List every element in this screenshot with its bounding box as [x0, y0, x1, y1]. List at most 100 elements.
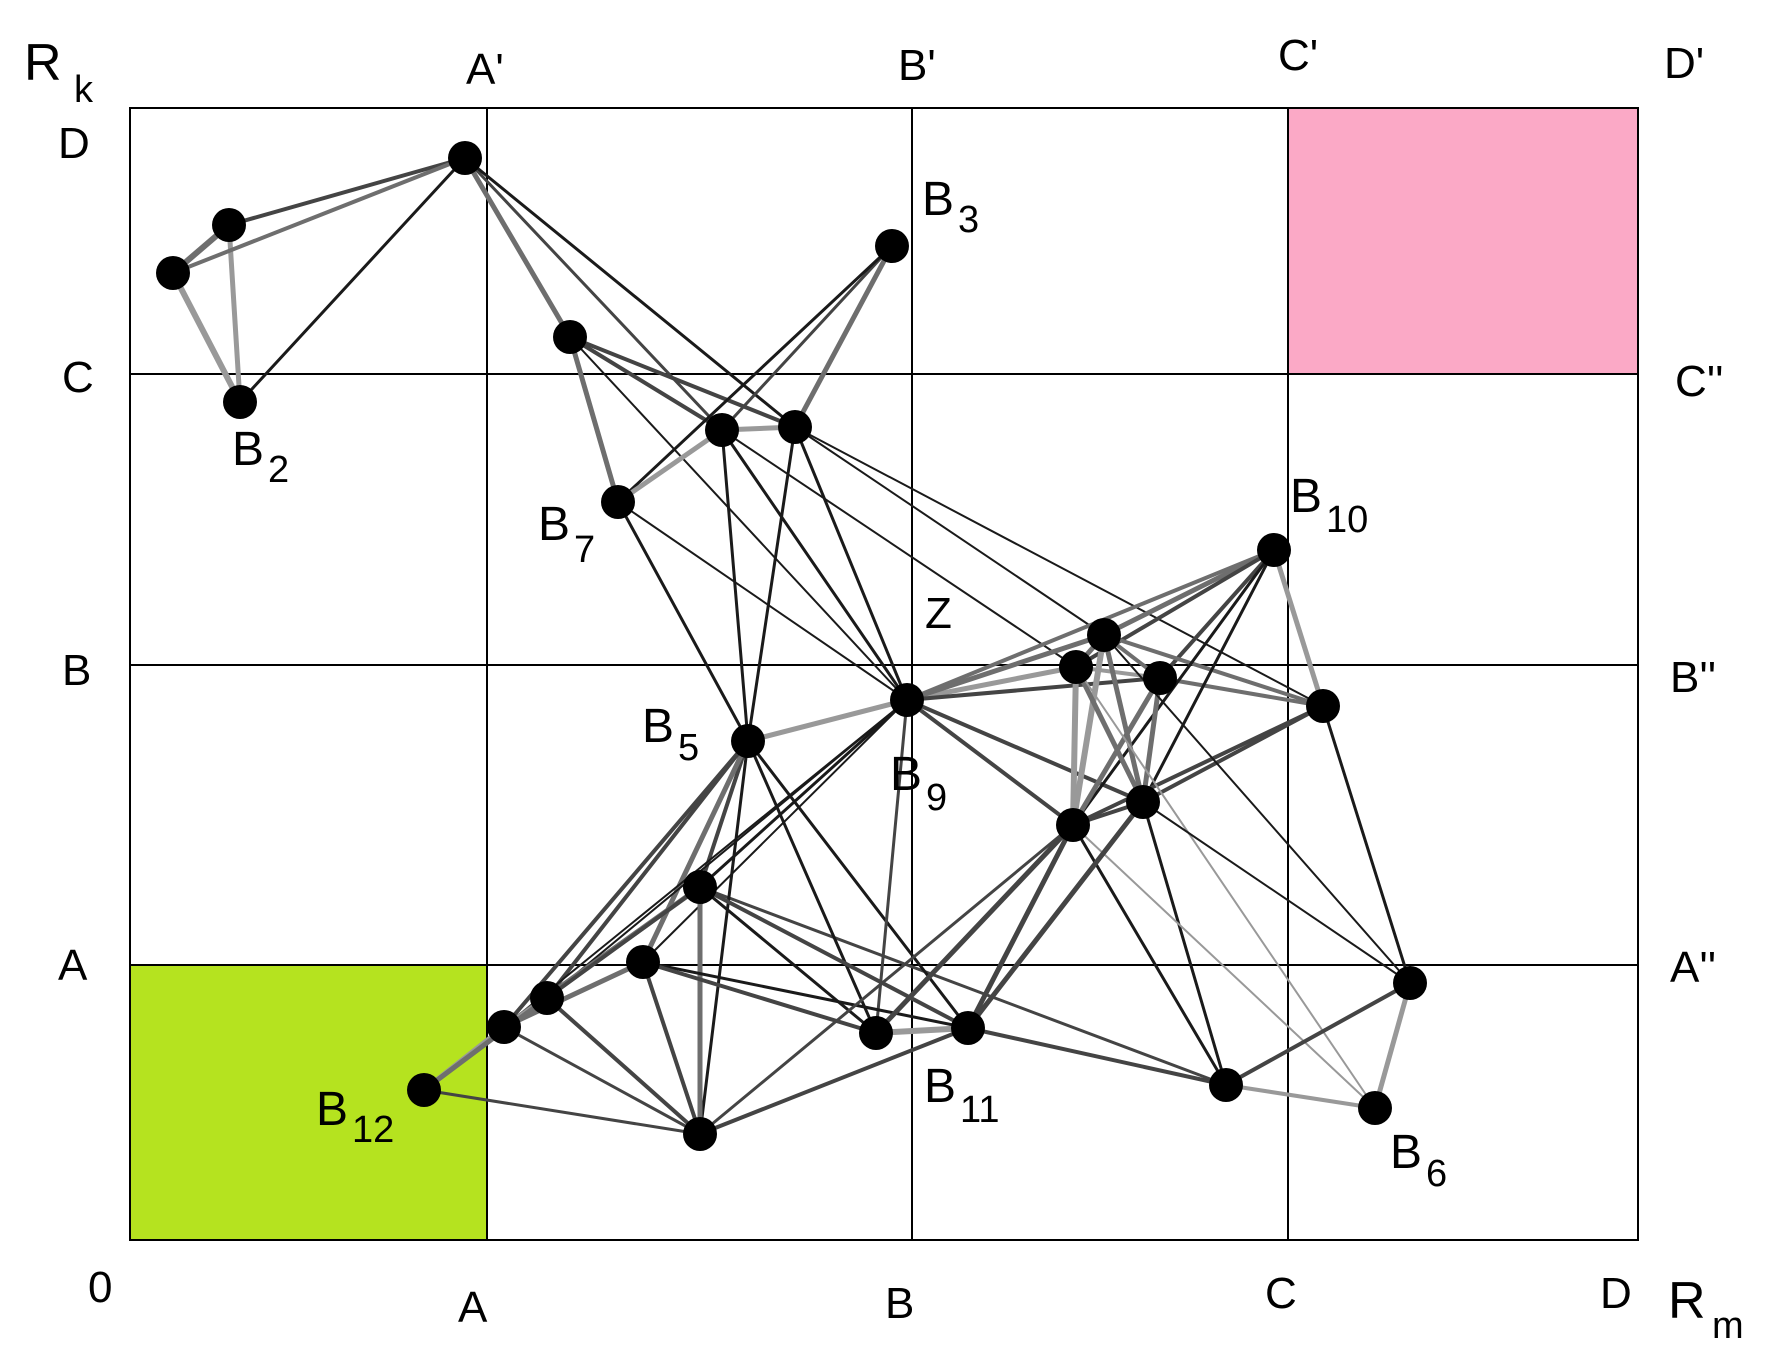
edge-n20-n24 — [641, 960, 878, 1035]
edge-b9-n11 — [904, 664, 1079, 703]
node-n10 — [1087, 618, 1121, 652]
edge-b5-b9 — [745, 697, 910, 744]
nodes-layer — [156, 141, 1427, 1151]
edge-n20-b11 — [641, 960, 970, 1030]
node-n17 — [1056, 808, 1090, 842]
node-n22 — [487, 1010, 521, 1044]
node-n29 — [1393, 966, 1427, 1000]
edge-n26-b11 — [698, 1026, 970, 1136]
node-label-b5: B 5 — [642, 700, 699, 769]
edge-n29-n27 — [1224, 981, 1412, 1087]
edge-b5-b11 — [746, 739, 970, 1030]
edge-n7-n11 — [721, 429, 1077, 668]
edge-n18-b11 — [965, 799, 1146, 1031]
edge-n2-n1 — [227, 156, 467, 227]
node-n18 — [1126, 785, 1160, 819]
left-label-d: D — [58, 119, 90, 168]
bottom-label-b: B — [885, 1279, 914, 1328]
edge-n12-n16 — [1158, 676, 1325, 708]
x-axis-subscript: m — [1712, 1305, 1744, 1345]
edge-n29-b6 — [1372, 980, 1413, 1111]
svg-text:2: 2 — [268, 449, 289, 491]
edge-b5-n24 — [746, 739, 878, 1035]
edge-n10-b10 — [1101, 547, 1277, 638]
edge-n11-b6 — [1075, 666, 1376, 1109]
top-label-c-prime: C' — [1278, 31, 1318, 80]
y-axis-name: R — [24, 34, 62, 92]
node-b7 — [601, 485, 635, 519]
edge-n19-n27 — [698, 885, 1228, 1087]
edge-n8-n10 — [794, 426, 1105, 636]
node-label-b3: B 3 — [922, 173, 979, 241]
edge-n20-n26 — [641, 960, 702, 1136]
edge-b3-b7 — [616, 244, 894, 504]
edge-n18-n29 — [1142, 801, 1411, 984]
right-label-c-double-prime: C'' — [1675, 357, 1724, 406]
edge-b3-n8 — [792, 243, 895, 430]
edge-n1-n8 — [463, 156, 797, 429]
edge-n17-n26 — [698, 823, 1075, 1136]
edge-b3-n7 — [720, 244, 894, 432]
right-label-a-double-prime: A'' — [1670, 943, 1716, 992]
edge-n12-b10 — [1158, 548, 1276, 680]
edge-n8-n16 — [794, 426, 1324, 707]
edge-n16-n17 — [1071, 704, 1325, 827]
edge-b6-n27 — [1224, 1083, 1377, 1110]
node-b2 — [223, 385, 257, 419]
node-b11 — [951, 1011, 985, 1045]
svg-text:B: B — [316, 1083, 348, 1136]
edges-layer — [170, 155, 1413, 1137]
edge-n17-n24 — [873, 822, 1076, 1036]
svg-text:B: B — [890, 748, 922, 801]
grid-border — [129, 107, 1639, 1241]
top-label-a-prime: A' — [466, 45, 504, 94]
svg-text:12: 12 — [352, 1109, 394, 1151]
node-n27 — [1209, 1068, 1243, 1102]
bottom-label-c: C — [1265, 1269, 1297, 1318]
edge-n3-b2 — [170, 270, 243, 405]
edge-b11-n27 — [966, 1026, 1228, 1087]
node-n11 — [1059, 650, 1093, 684]
top-label-d-prime: D' — [1664, 39, 1704, 88]
edge-b2-n1 — [238, 156, 467, 404]
svg-text:10: 10 — [1326, 499, 1368, 541]
origin-label: 0 — [88, 1263, 112, 1312]
bottom-label-d: D — [1600, 1269, 1632, 1318]
svg-text:7: 7 — [574, 529, 595, 571]
x-axis-name: R — [1668, 1272, 1706, 1330]
pink-cell — [1288, 108, 1638, 374]
left-label-a: A — [58, 941, 88, 990]
edge-b9-n19 — [698, 698, 909, 889]
svg-text:B: B — [1290, 470, 1322, 523]
edge-n19-b11 — [698, 885, 970, 1030]
edge-n17-b11 — [965, 822, 1076, 1031]
svg-text:5: 5 — [678, 727, 699, 769]
edge-n2-b2 — [226, 222, 243, 405]
node-n6 — [553, 320, 587, 354]
edge-n1-n6 — [462, 155, 573, 340]
edge-b7-b5 — [616, 500, 750, 743]
svg-text:6: 6 — [1426, 1153, 1447, 1195]
edge-b7-n7 — [615, 427, 725, 505]
node-b12 — [407, 1073, 441, 1107]
node-b3 — [875, 229, 909, 263]
bottom-label-a: A — [458, 1283, 488, 1332]
edge-b5-n21 — [545, 739, 750, 1000]
node-n19 — [683, 870, 717, 904]
node-n24 — [859, 1016, 893, 1050]
node-n21 — [530, 981, 564, 1015]
node-n12 — [1143, 661, 1177, 695]
edge-b12-n26 — [422, 1088, 702, 1136]
edge-n17-b6 — [1072, 824, 1376, 1109]
node-n3 — [156, 256, 190, 290]
svg-text:11: 11 — [960, 1089, 999, 1131]
edge-n8-b5 — [746, 425, 797, 743]
svg-text:B: B — [922, 173, 954, 226]
edge-n16-n18 — [1141, 704, 1325, 804]
edge-b9-n24 — [874, 698, 909, 1035]
svg-text:3: 3 — [958, 199, 979, 241]
node-n16 — [1306, 689, 1340, 723]
node-label-b6: B 6 — [1390, 1126, 1447, 1195]
edge-b9-n10 — [904, 632, 1107, 703]
svg-text:B: B — [642, 700, 674, 753]
